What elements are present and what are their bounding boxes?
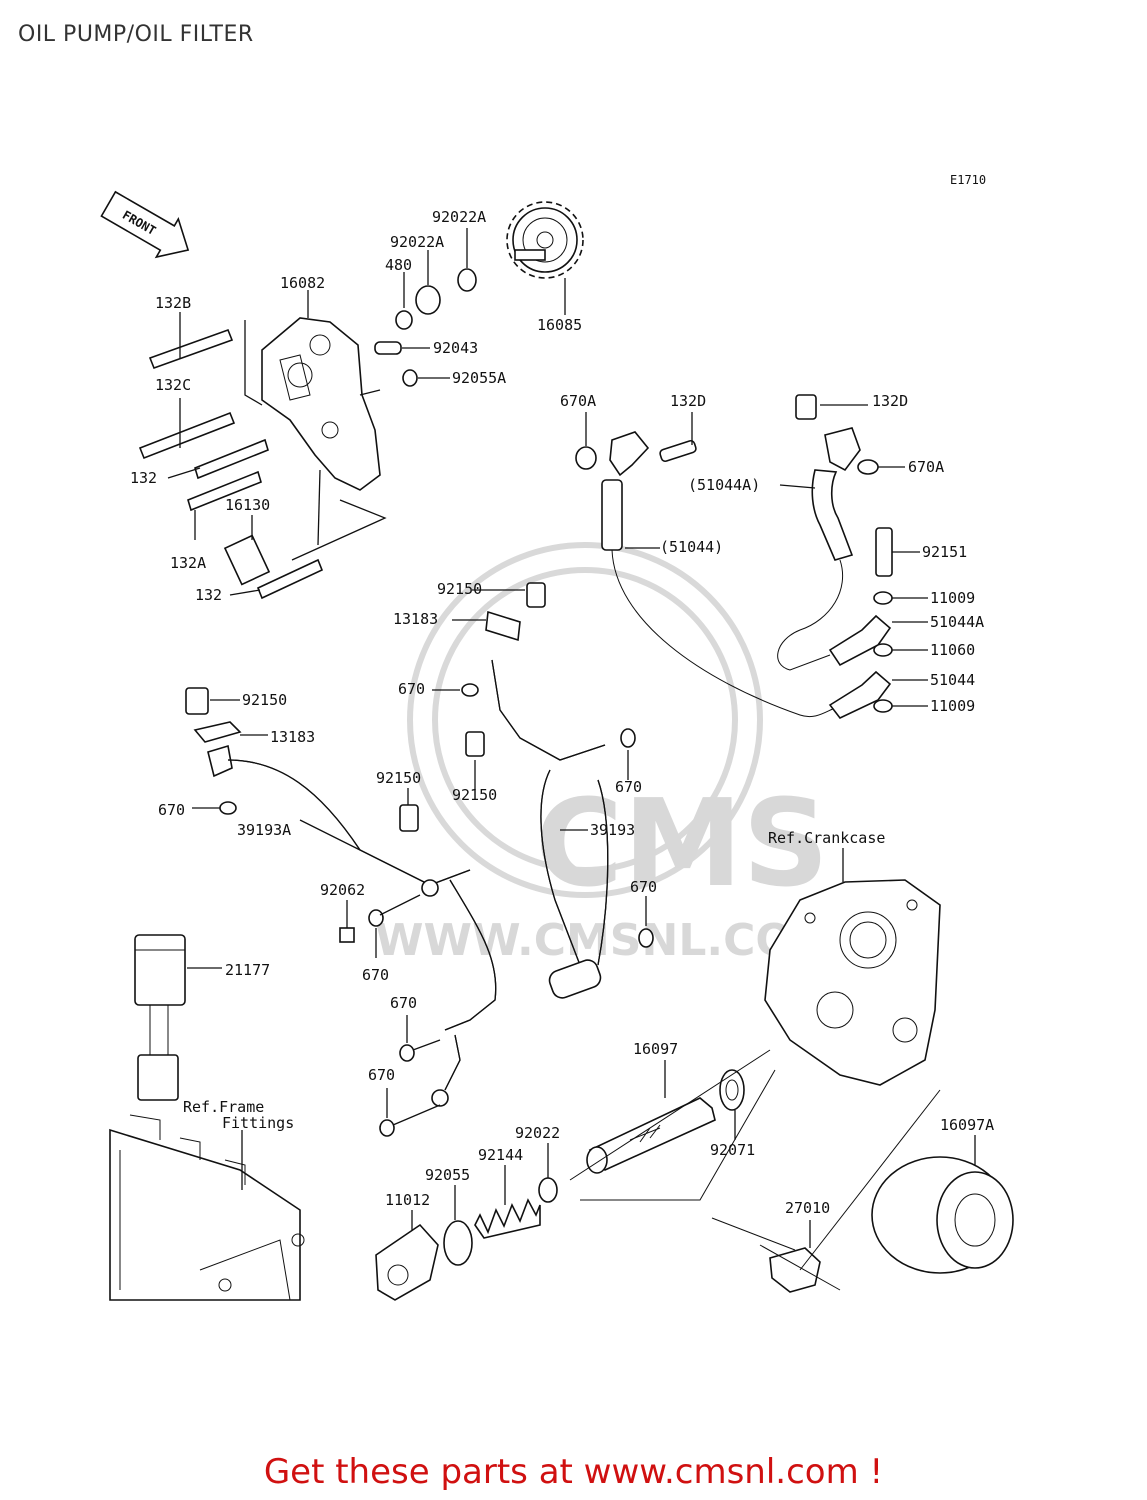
washer-92022A-top <box>457 268 477 292</box>
part-label-670A-right: 670A <box>908 458 944 476</box>
part-label-92043: 92043 <box>433 339 478 357</box>
part-label-51044A-paren: (51044A) <box>688 476 760 494</box>
oil-pipes <box>461 582 654 999</box>
part-label-27010: 27010 <box>785 1199 830 1217</box>
part-label-670-g: 670 <box>368 1066 395 1084</box>
leaders-pipes <box>432 589 647 926</box>
front-arrow-icon: FRONT <box>100 190 190 259</box>
part-label-16082: 16082 <box>280 274 325 292</box>
part-label-92144: 92144 <box>478 1146 523 1164</box>
part-label-670-b: 670 <box>615 778 642 796</box>
ref-fittings-label: Fittings <box>222 1114 294 1132</box>
promo-banner[interactable]: Get these parts at www.cmsnl.com ! <box>263 1452 884 1492</box>
part-label-92055A: 92055A <box>452 369 506 387</box>
part-label-132A: 132A <box>170 554 206 572</box>
part-label-16097: 16097 <box>633 1040 678 1058</box>
drive-gear <box>506 201 584 279</box>
part-label-670-a: 670 <box>398 680 425 698</box>
part-label-39193: 39193 <box>590 821 635 839</box>
o-ring-92055A <box>402 369 418 387</box>
part-label-92150-a: 92150 <box>437 580 482 598</box>
parts-diagram: CMS WWW.CMSNL.COM E1710 FRONT <box>100 173 1014 1301</box>
part-label-92151: 92151 <box>922 543 967 561</box>
part-label-132C: 132C <box>155 376 191 394</box>
leaders-39193A <box>192 699 441 1126</box>
part-label-132B: 132B <box>155 294 191 312</box>
part-label-16097A: 16097A <box>940 1116 994 1134</box>
part-label-51044: 51044 <box>930 671 975 689</box>
part-label-13183-a: 13183 <box>393 610 438 628</box>
part-label-670-d: 670 <box>630 878 657 896</box>
part-label-670-e: 670 <box>362 966 389 984</box>
part-label-670-f: 670 <box>390 994 417 1012</box>
crankcase <box>764 848 941 1086</box>
watermark: CMS WWW.CMSNL.COM <box>375 542 837 966</box>
o-ring-480 <box>395 310 413 330</box>
part-label-11060: 11060 <box>930 641 975 659</box>
part-label-11012: 11012 <box>385 1191 430 1209</box>
diagram-code: E1710 <box>950 173 986 187</box>
part-label-132-a: 132 <box>130 469 157 487</box>
watermark-url: WWW.CMSNL.COM <box>375 915 837 966</box>
pin-92043 <box>374 341 402 355</box>
sensor-21177 <box>134 934 222 1101</box>
part-label-21177: 21177 <box>225 961 270 979</box>
leaders-hose <box>585 404 928 707</box>
part-label-132-b: 132 <box>195 586 222 604</box>
part-label-13183-b: 13183 <box>270 728 315 746</box>
part-label-92150-c: 92150 <box>452 786 497 804</box>
part-label-92150-b: 92150 <box>242 691 287 709</box>
part-label-11009-a: 11009 <box>930 589 975 607</box>
part-label-51044-paren: (51044) <box>660 538 723 556</box>
part-label-92055: 92055 <box>425 1166 470 1184</box>
part-label-92150-d: 92150 <box>376 769 421 787</box>
pipe-39193A <box>185 687 497 1137</box>
part-label-16130: 16130 <box>225 496 270 514</box>
page-title: OIL PUMP/OIL FILTER <box>18 22 254 47</box>
bolts <box>138 328 324 600</box>
part-label-132D-right: 132D <box>872 392 908 410</box>
part-label-16085: 16085 <box>537 316 582 334</box>
washer-92022A <box>415 285 441 315</box>
part-label-92022A: 92022A <box>390 233 444 251</box>
ref-crankcase-label: Ref.Crankcase <box>768 829 885 847</box>
oil-hose-assembly <box>575 394 893 719</box>
part-label-480: 480 <box>385 256 412 274</box>
part-label-132D-left: 132D <box>670 392 706 410</box>
part-label-92062: 92062 <box>320 881 365 899</box>
oil-pump-body <box>261 317 381 491</box>
watermark-brand: CMS <box>535 775 829 914</box>
frame-fittings <box>109 1114 305 1301</box>
part-label-39193A: 39193A <box>237 821 291 839</box>
leaders-filter <box>411 1060 976 1248</box>
part-label-11009-b: 11009 <box>930 697 975 715</box>
part-label-670A-left: 670A <box>560 392 596 410</box>
part-label-51044A: 51044A <box>930 613 984 631</box>
part-label-92022A-top: 92022A <box>432 208 486 226</box>
part-label-92071: 92071 <box>710 1141 755 1159</box>
leaders-oil-pump <box>167 228 566 596</box>
part-label-92022: 92022 <box>515 1124 560 1142</box>
oil-filter-group <box>375 1049 1014 1301</box>
part-label-670-c: 670 <box>158 801 185 819</box>
ref-frame-label: Ref.Frame <box>183 1098 264 1116</box>
